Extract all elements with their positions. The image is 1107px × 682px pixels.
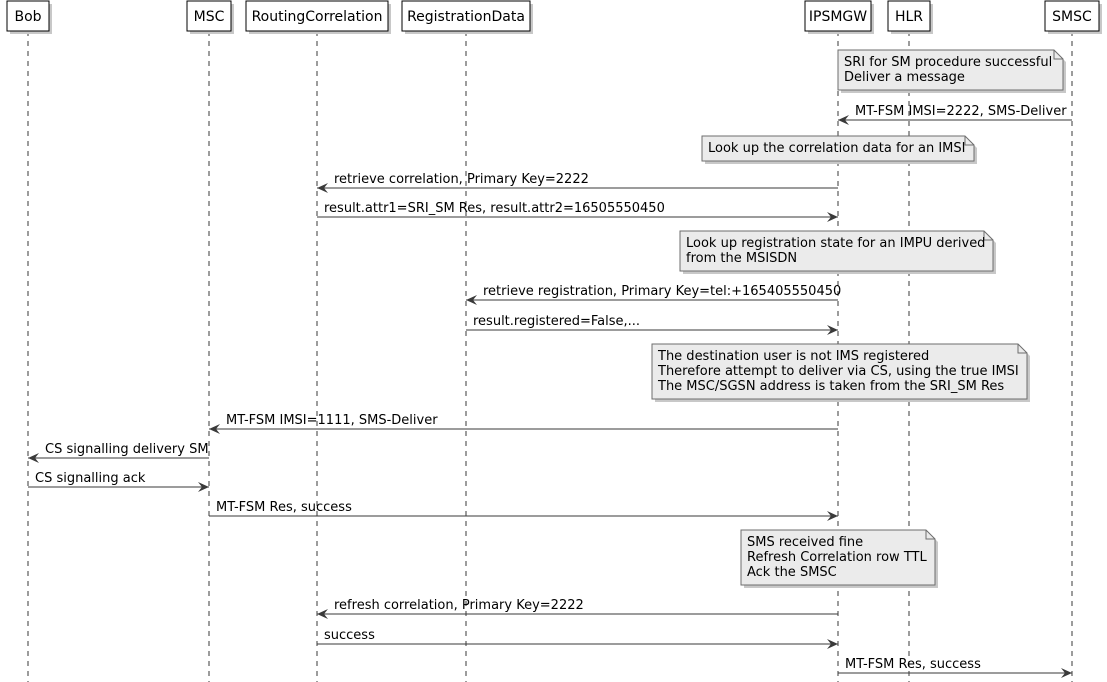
note-fold: [1017, 344, 1027, 354]
message-label: refresh correlation, Primary Key=2222: [334, 598, 584, 613]
message: MT-FSM IMSI=1111, SMS-Deliver: [209, 413, 838, 434]
note-line: The MSC/SGSN address is taken from the S…: [657, 379, 1004, 394]
participant-label: Bob: [14, 9, 41, 25]
note-line: SRI for SM procedure successful: [844, 55, 1052, 70]
message: CS signalling delivery SM: [28, 442, 209, 463]
message: CS signalling ack: [28, 471, 209, 492]
message-label: CS signalling delivery SM: [45, 442, 209, 457]
message: result.attr1=SRI_SM Res, result.attr2=16…: [317, 201, 838, 222]
message: retrieve registration, Primary Key=tel:+…: [466, 284, 841, 305]
note-box: [651, 343, 1028, 400]
message: MT-FSM IMSI=2222, SMS-Deliver: [838, 104, 1072, 125]
message: refresh correlation, Primary Key=2222: [317, 598, 838, 619]
message-label: MT-FSM IMSI=1111, SMS-Deliver: [226, 413, 438, 428]
note-fold: [964, 136, 974, 146]
participant-smsc: SMSC: [1044, 0, 1102, 34]
note-box: [740, 529, 936, 586]
participant-hlr: HLR: [887, 0, 933, 34]
note-box: [701, 135, 975, 162]
participant-rd: RegistrationData: [401, 0, 533, 34]
participant-box: [401, 0, 531, 32]
note: The destination user is not IMS register…: [651, 343, 1030, 402]
participant-msc: MSC: [186, 0, 234, 34]
note-line: Deliver a message: [844, 70, 965, 85]
participant-bob: Bob: [6, 0, 52, 34]
message: result.registered=False,...: [466, 314, 838, 335]
participant-label: SMSC: [1052, 9, 1092, 25]
message-label: success: [324, 628, 375, 643]
participant-box: [6, 0, 50, 32]
message-label: CS signalling ack: [35, 471, 146, 486]
participant-box: [1044, 0, 1100, 32]
participant-label: HLR: [895, 9, 923, 25]
message-label: MT-FSM Res, success: [845, 657, 981, 672]
participant-label: MSC: [194, 9, 225, 25]
note: Look up the correlation data for an IMSI: [701, 135, 977, 164]
note-line: Look up the correlation data for an IMSI: [708, 141, 965, 156]
participant-label: RegistrationData: [407, 9, 525, 25]
participant-label: IPSMGW: [809, 9, 867, 25]
message: retrieve correlation, Primary Key=2222: [317, 172, 838, 193]
note-line: Ack the SMSC: [747, 565, 837, 580]
note-box: [679, 230, 994, 272]
participant-label: RoutingCorrelation: [252, 9, 383, 25]
participant-box: [245, 0, 389, 32]
message-label: MT-FSM Res, success: [216, 500, 352, 515]
note-fold: [983, 231, 993, 241]
note-fold: [925, 530, 935, 540]
message-label: result.attr1=SRI_SM Res, result.attr2=16…: [324, 201, 665, 216]
note-line: Refresh Correlation row TTL: [747, 550, 927, 565]
message-label: retrieve correlation, Primary Key=2222: [334, 172, 589, 187]
note-box: [837, 49, 1064, 91]
participant-box: [804, 0, 872, 32]
note-line: Therefore attempt to deliver via CS, usi…: [657, 364, 1019, 379]
note-line: The destination user is not IMS register…: [657, 349, 929, 364]
message: success: [317, 628, 838, 649]
message: MT-FSM Res, success: [209, 500, 838, 521]
message-label: retrieve registration, Primary Key=tel:+…: [483, 284, 841, 299]
message-label: MT-FSM IMSI=2222, SMS-Deliver: [855, 104, 1067, 119]
note-line: Look up registration state for an IMPU d…: [686, 236, 985, 251]
participant-box: [887, 0, 931, 32]
participant-ipsmgw: IPSMGW: [804, 0, 874, 34]
participant-box: [186, 0, 232, 32]
note-line: from the MSISDN: [686, 251, 797, 266]
note-line: SMS received fine: [747, 535, 863, 550]
note-fold: [1053, 50, 1063, 60]
note: Look up registration state for an IMPU d…: [679, 230, 996, 274]
participant-rc: RoutingCorrelation: [245, 0, 391, 34]
message-label: result.registered=False,...: [473, 314, 640, 329]
message: MT-FSM Res, success: [838, 657, 1072, 678]
